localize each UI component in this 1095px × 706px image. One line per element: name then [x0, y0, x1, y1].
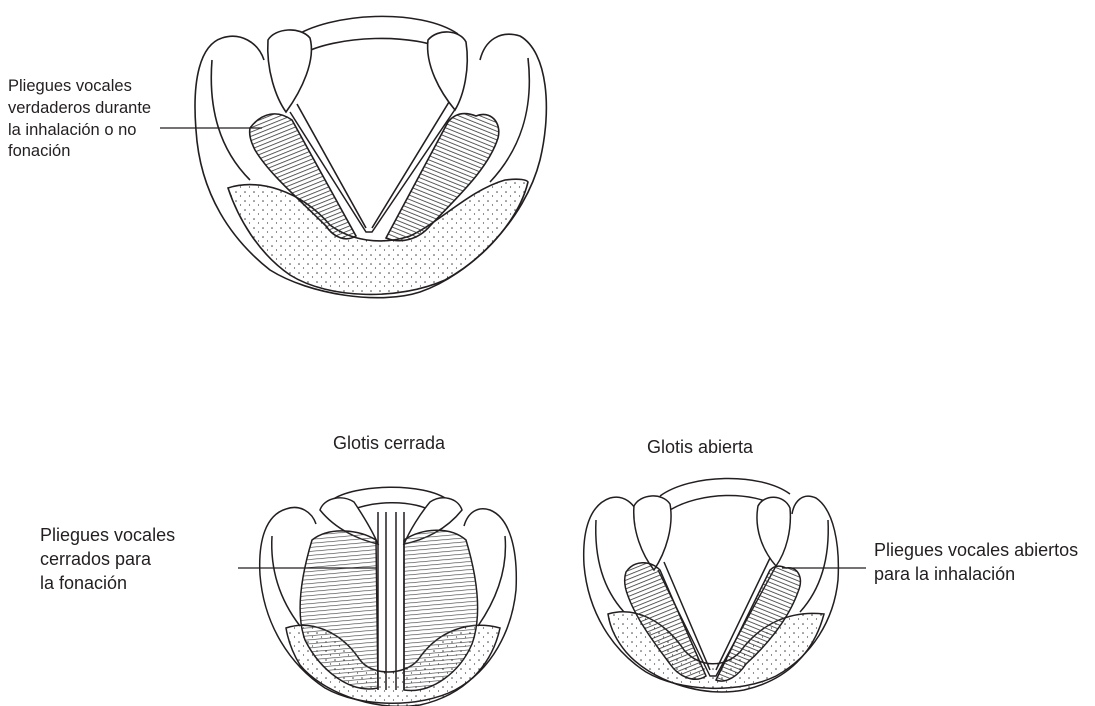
label-folds-inhalation: Pliegues vocales verdaderos durante la i… — [8, 76, 208, 163]
larynx-open-top — [160, 16, 546, 297]
larynx-open-small — [584, 478, 866, 691]
title-closed-glottis: Glotis cerrada — [333, 433, 445, 454]
title-open-glottis: Glotis abierta — [647, 437, 753, 458]
label-folds-open: Pliegues vocales abiertos para la inhala… — [874, 539, 1094, 587]
larynx-closed — [238, 487, 516, 706]
label-folds-closed: Pliegues vocales cerrados para la fonaci… — [40, 524, 230, 595]
